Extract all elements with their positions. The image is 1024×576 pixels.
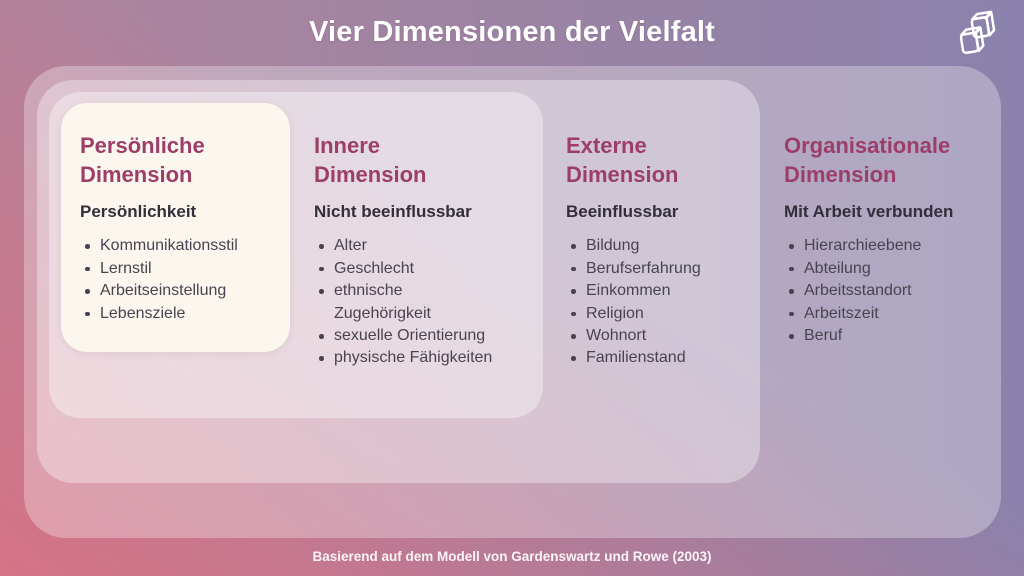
column-persoenliche-dimension: Persönliche Dimension Persönlichkeit Kom… [80, 131, 272, 325]
column-subtitle: Persönlichkeit [80, 202, 197, 222]
column-title: Persönliche Dimension [80, 133, 205, 188]
bullet-item: Bildung [566, 235, 748, 257]
brand-logo-icon [955, 10, 999, 58]
bullet-item: Berufserfahrung [566, 258, 748, 280]
bullet-item: sexuelle Orientierung [314, 325, 522, 347]
bullet-item: Alter [314, 235, 522, 257]
bullet-item: Religion [566, 303, 748, 325]
bullet-item: Lernstil [80, 258, 272, 280]
layer-externe-dimension [37, 80, 760, 483]
column-subtitle: Nicht beeinflussbar [314, 202, 472, 222]
bullet-item: Lebensziele [80, 303, 272, 325]
column-title: Externe Dimension [566, 133, 679, 188]
column-organisationale-dimension: Organisationale Dimension Mit Arbeit ver… [784, 131, 996, 347]
layer-organisationale-dimension [24, 66, 1001, 538]
bullet-item: Abteilung [784, 258, 996, 280]
bullet-item: Arbeitszeit [784, 303, 996, 325]
column-title: Innere Dimension [314, 133, 427, 188]
column-item-list: Kommunikationsstil Lernstil Arbeitseinst… [80, 235, 272, 325]
bullet-item: Hierarchieebene [784, 235, 996, 257]
slide-title: Vier Dimensionen der Vielfalt [308, 16, 716, 48]
column-externe-dimension: Externe Dimension Beeinflussbar Bildung … [566, 131, 748, 370]
column-title: Organisationale Dimension [784, 133, 951, 188]
bullet-item: Geschlecht [314, 258, 522, 280]
bullet-item: Wohnort [566, 325, 748, 347]
bullet-item: Arbeitsstandort [784, 280, 996, 302]
card-persoenliche-dimension [61, 103, 290, 352]
bullet-item: Kommunikationsstil [80, 235, 272, 257]
layer-innere-dimension [49, 92, 543, 418]
footer-attribution: Basierend auf dem Modell von Gardenswart… [312, 549, 712, 564]
bullet-item: ethnische Zugehörigkeit [314, 280, 456, 325]
bullet-item: physische Fähigkeiten [314, 347, 522, 369]
bullet-item: Beruf [784, 325, 996, 347]
bullet-item: Familienstand [566, 347, 748, 369]
bullet-item: Arbeitseinstellung [80, 280, 272, 302]
column-subtitle: Mit Arbeit verbunden [784, 202, 954, 222]
column-innere-dimension: Innere Dimension Nicht beeinflussbar Alt… [314, 131, 522, 370]
bullet-item: Einkommen [566, 280, 748, 302]
column-subtitle: Beeinflussbar [566, 202, 679, 222]
column-item-list: Alter Geschlecht ethnische Zugehörigkeit… [314, 235, 522, 369]
column-item-list: Bildung Berufserfahrung Einkommen Religi… [566, 235, 748, 369]
column-item-list: Hierarchieebene Abteilung Arbeitsstandor… [784, 235, 996, 347]
